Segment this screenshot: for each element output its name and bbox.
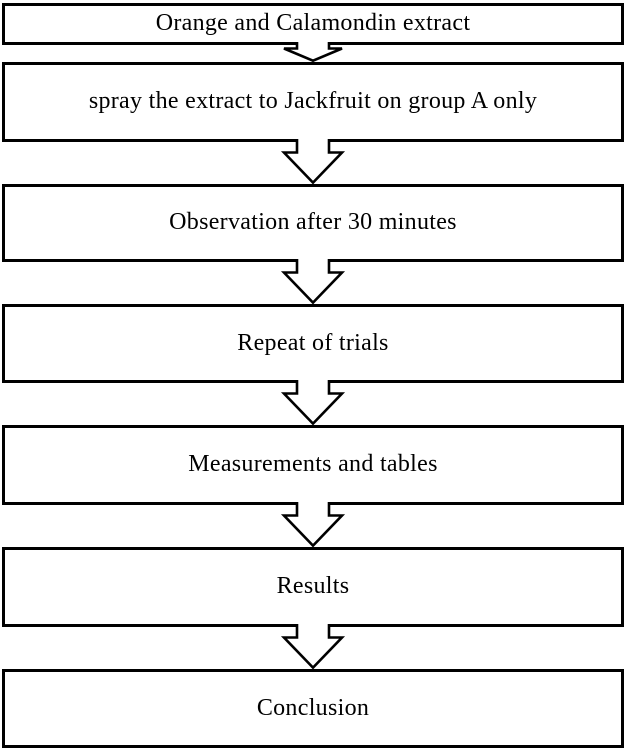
down-block-arrow-icon xyxy=(280,139,346,185)
step-label: Observation after 30 minutes xyxy=(169,209,457,236)
step-label: spray the extract to Jackfruit on group … xyxy=(88,88,538,115)
flowchart-step-extract: Orange and Calamondin extract xyxy=(2,3,624,45)
step-label: Repeat of trials xyxy=(237,329,389,356)
flowchart-step-results: Results xyxy=(2,547,624,627)
flowchart-step-measurements: Measurements and tables xyxy=(2,425,624,505)
flowchart-step-repeat: Repeat of trials xyxy=(2,304,624,383)
down-block-arrow-icon xyxy=(282,42,344,63)
flowchart-step-spray: spray the extract to Jackfruit on group … xyxy=(2,62,624,142)
down-block-arrow-icon xyxy=(280,502,346,548)
step-label: Results xyxy=(276,573,350,600)
step-label: Measurements and tables xyxy=(188,451,438,478)
flowchart-step-conclusion: Conclusion xyxy=(2,669,624,748)
down-block-arrow-icon xyxy=(280,380,346,426)
step-label: Orange and Calamondin extract xyxy=(155,10,471,37)
step-label: Conclusion xyxy=(256,694,370,721)
down-block-arrow-icon xyxy=(280,624,346,670)
down-block-arrow-icon xyxy=(280,259,346,305)
flowchart-step-observation: Observation after 30 minutes xyxy=(2,184,624,262)
